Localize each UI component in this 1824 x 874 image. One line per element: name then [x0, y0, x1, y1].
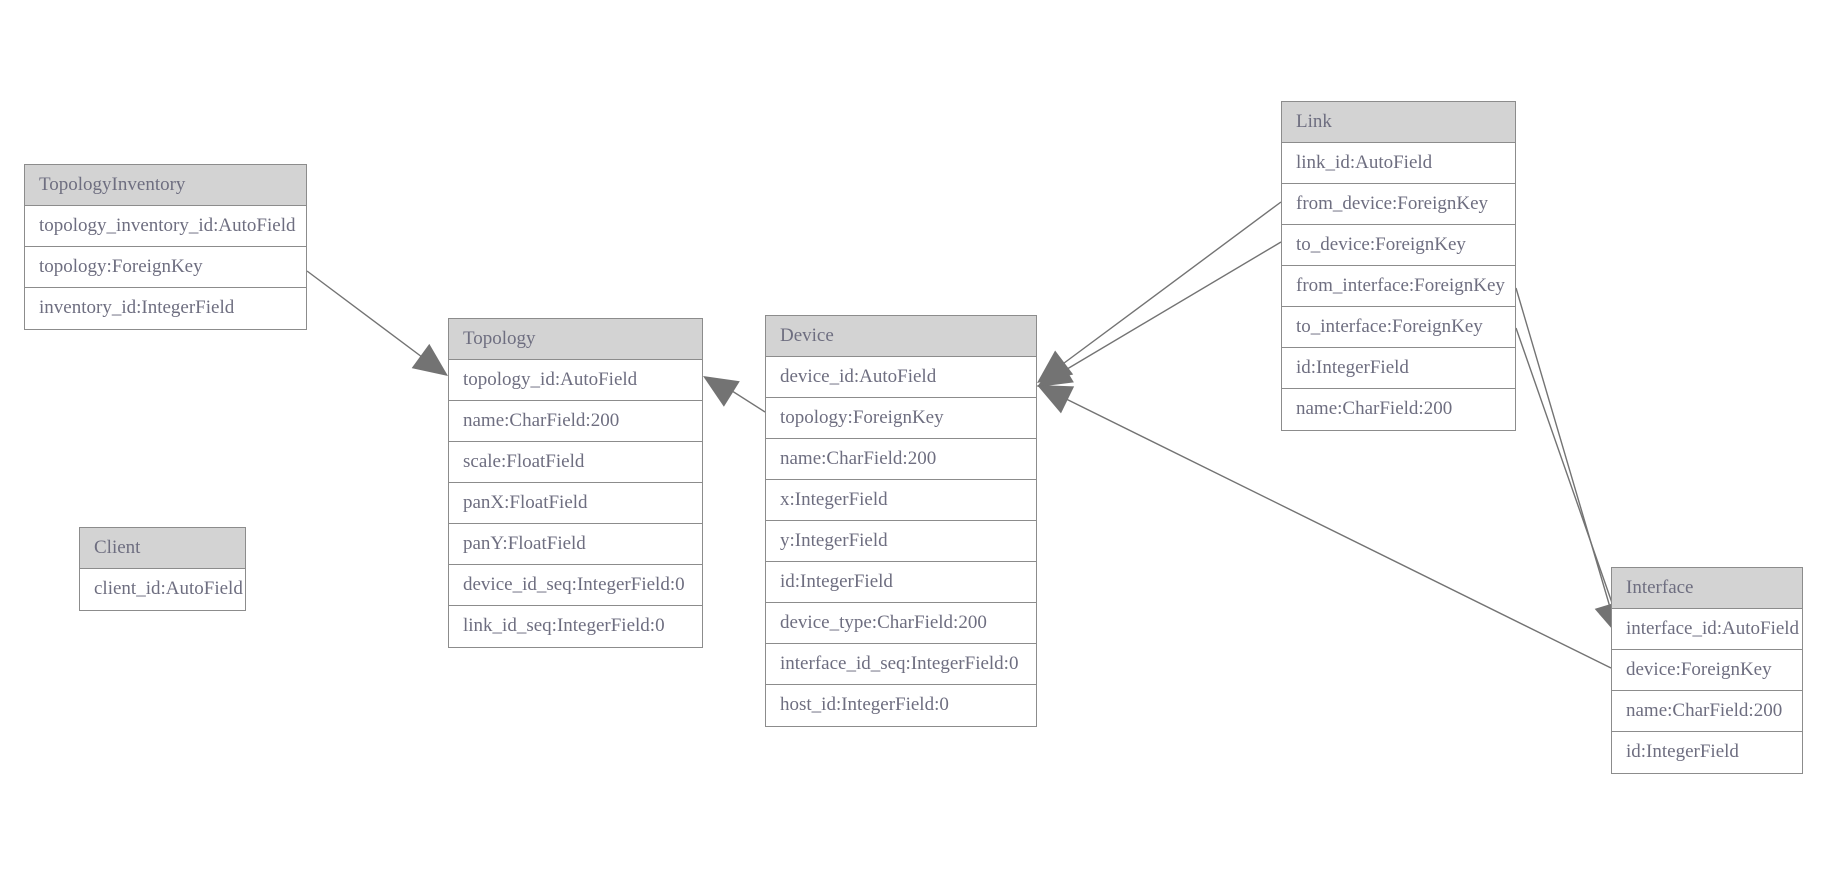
entity-field-row[interactable]: device:ForeignKey [1612, 650, 1802, 691]
entity-title-topology: Topology [449, 319, 702, 360]
entity-field-row[interactable]: interface_id:AutoField [1612, 609, 1802, 650]
entity-field-row[interactable]: topology:ForeignKey [25, 247, 306, 288]
entity-field-row[interactable]: id:IntegerField [766, 562, 1036, 603]
entity-field-row[interactable]: panY:FloatField [449, 524, 702, 565]
entity-field-row[interactable]: name:CharField:200 [766, 439, 1036, 480]
entity-field-row[interactable]: link_id:AutoField [1282, 143, 1515, 184]
entity-field-row[interactable]: device_id_seq:IntegerField:0 [449, 565, 702, 606]
relationship-line-link-from-interface [1515, 287, 1613, 615]
entity-field-row[interactable]: interface_id_seq:IntegerField:0 [766, 644, 1036, 685]
entity-field-row[interactable]: topology_id:AutoField [449, 360, 702, 401]
entity-field-row[interactable]: inventory_id:IntegerField [25, 288, 306, 329]
entity-field-row[interactable]: y:IntegerField [766, 521, 1036, 562]
entity-field-row[interactable]: id:IntegerField [1282, 348, 1515, 389]
relationship-line-link-to-device [1051, 241, 1282, 379]
entity-field-row[interactable]: device_id:AutoField [766, 357, 1036, 398]
entity-field-row[interactable]: device_type:CharField:200 [766, 603, 1036, 644]
entity-field-row[interactable]: from_device:ForeignKey [1282, 184, 1515, 225]
relationship-line-link-from-device [1051, 201, 1282, 373]
entity-title-device: Device [766, 316, 1036, 357]
entity-field-row[interactable]: id:IntegerField [1612, 732, 1802, 773]
entity-field-row[interactable]: host_id:IntegerField:0 [766, 685, 1036, 726]
relationship-line-interface-device [1051, 391, 1612, 669]
relationship-line-device-topology [717, 381, 766, 413]
entity-field-row[interactable]: topology_inventory_id:AutoField [25, 206, 306, 247]
entity-fields-client: client_id:AutoField [80, 569, 245, 610]
entity-field-row[interactable]: scale:FloatField [449, 442, 702, 483]
entity-field-row[interactable]: to_interface:ForeignKey [1282, 307, 1515, 348]
entity-field-row[interactable]: name:CharField:200 [1282, 389, 1515, 430]
relationship-line-topologyinventory-topology [306, 270, 439, 370]
entity-field-row[interactable]: client_id:AutoField [80, 569, 245, 610]
entity-field-row[interactable]: panX:FloatField [449, 483, 702, 524]
entity-title-client: Client [80, 528, 245, 569]
entity-title-interface: Interface [1612, 568, 1802, 609]
entity-field-row[interactable]: name:CharField:200 [449, 401, 702, 442]
entity-field-row[interactable]: to_device:ForeignKey [1282, 225, 1515, 266]
entity-field-row[interactable]: x:IntegerField [766, 480, 1036, 521]
relationship-line-link-to-interface [1515, 327, 1619, 621]
entity-field-row[interactable]: name:CharField:200 [1612, 691, 1802, 732]
entity-field-row[interactable]: from_interface:ForeignKey [1282, 266, 1515, 307]
entity-field-row[interactable]: topology:ForeignKey [766, 398, 1036, 439]
entity-title-topology-inventory: TopologyInventory [25, 165, 306, 206]
entity-title-link: Link [1282, 102, 1515, 143]
entity-field-row[interactable]: link_id_seq:IntegerField:0 [449, 606, 702, 647]
